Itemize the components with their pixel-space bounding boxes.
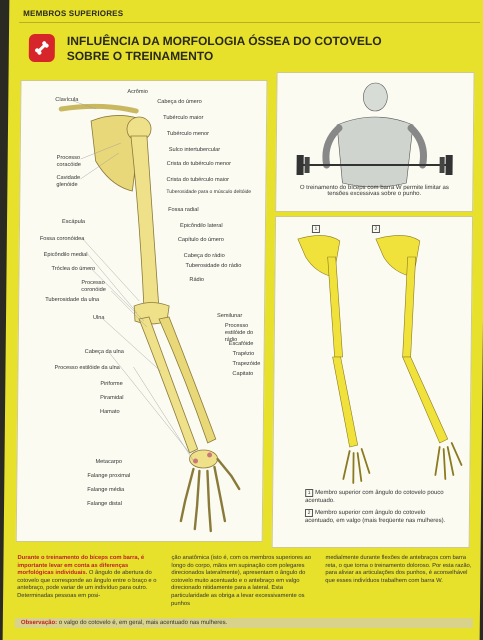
label-capitulo: Capítulo do úmero bbox=[177, 237, 224, 243]
label-epicondilo-medial: Epicôndilo medial bbox=[43, 252, 88, 258]
curl-caption: O treinamento do bíceps com barra W perm… bbox=[299, 185, 449, 197]
label-escafoide: Escafóide bbox=[228, 341, 254, 347]
label-radio: Rádio bbox=[189, 277, 205, 283]
label-processo-coracoide: Processo coracóide bbox=[56, 155, 81, 168]
label-fossa-coronoidea: Fossa coronóidea bbox=[39, 236, 85, 242]
label-processo-coronoide: Processo coronóide bbox=[81, 280, 106, 293]
label-metacarpo: Metacarpo bbox=[95, 459, 122, 465]
label-trapezio: Trapézio bbox=[232, 351, 255, 357]
label-trapezoide: Trapezóide bbox=[232, 361, 261, 367]
label-acromio: Acrômio bbox=[127, 89, 148, 95]
page-title: INFLUÊNCIA DA MORFOLOGIA ÓSSEA DO COTOVE… bbox=[67, 34, 397, 64]
curl-panel: O treinamento do bíceps com barra W perm… bbox=[275, 72, 475, 212]
bone-icon bbox=[28, 34, 55, 62]
title-line-2: SOBRE O TREINAMENTO bbox=[66, 49, 214, 63]
observation-text: o valgo do cotovelo é, em geral, mais ac… bbox=[58, 620, 228, 626]
label-cabeca-ulna: Cabeça da ulna bbox=[84, 349, 124, 355]
text-col2: ção anatômica (isto é, com os membros su… bbox=[170, 555, 312, 607]
anatomy-panel: Clavícula Processo coracóide Cavidade gl… bbox=[15, 80, 268, 542]
label-hamato: Hamato bbox=[100, 409, 120, 415]
title-line-1: INFLUÊNCIA DA MORFOLOGIA ÓSSEA DO COTOVE… bbox=[66, 34, 382, 48]
label-cabeca-umero: Cabeça do úmero bbox=[157, 99, 202, 105]
label-tuberosidade-ulna: Tuberosidade da ulna bbox=[45, 297, 100, 303]
section-header: MEMBROS SUPERIORES bbox=[23, 9, 124, 18]
label-epicondilo-lateral: Epicôndilo lateral bbox=[179, 223, 223, 229]
elbow-angle-illustration bbox=[297, 235, 463, 484]
label-ulna: Ulna bbox=[92, 315, 105, 321]
text-column-2: ção anatômica (isto é, com os membros su… bbox=[171, 555, 320, 608]
text-column-1: Durante o treinamento do bíceps com barr… bbox=[17, 555, 165, 601]
label-crista-tuberculo-maior: Crista do tubérculo maior bbox=[166, 177, 229, 183]
label-semilunar: Semilunar bbox=[217, 313, 243, 319]
label-clavicula: Clavícula bbox=[55, 97, 79, 103]
label-sulco-intertubercular: Sulco intertubercular bbox=[168, 147, 221, 153]
figure-2-marker: 2 bbox=[371, 225, 382, 233]
figure-1-marker: 1 bbox=[311, 225, 322, 233]
label-cavidade-glenoide: Cavidade glenóide bbox=[56, 175, 81, 188]
label-crista-tuberculo-menor: Crista do tubérculo menor bbox=[166, 161, 232, 167]
header-divider bbox=[19, 22, 481, 23]
label-troclea: Tróclea do úmero bbox=[51, 266, 96, 272]
label-falange-distal: Falange distal bbox=[87, 501, 122, 507]
label-cabeca-radio: Cabeça do rádio bbox=[183, 253, 225, 259]
label-tuberosidade-radio: Tuberosidade do rádio bbox=[185, 263, 242, 269]
label-tuberculo-menor: Tubérculo menor bbox=[166, 131, 210, 137]
label-processo-estiloide-ulna: Processo estilóide da ulna bbox=[54, 365, 120, 371]
label-piriforme: Piriforme bbox=[100, 381, 123, 387]
text-col3: medialmente durante flexões de antebraço… bbox=[325, 555, 472, 584]
observation-label: Observação: bbox=[20, 620, 58, 626]
label-falange-media: Falange média bbox=[87, 487, 125, 493]
label-piramidal: Piramidal bbox=[100, 395, 124, 401]
observation-bar: Observação: o valgo do cotovelo é, em ge… bbox=[14, 618, 473, 628]
label-fossa-radial: Fossa radial bbox=[168, 207, 199, 213]
text-column-3: medialmente durante flexões de antebraço… bbox=[325, 555, 471, 585]
label-tuberosidade-deltoide: Tuberosidade para o músculo deltóide bbox=[166, 189, 252, 195]
label-capitato: Capitato bbox=[232, 371, 254, 377]
label-escapula: Escápula bbox=[61, 219, 86, 225]
barbell-curl-illustration bbox=[296, 82, 453, 188]
label-falange-proximal: Falange proximal bbox=[87, 473, 131, 479]
label-tuberculo-maior: Tubérculo maior bbox=[163, 115, 204, 121]
arm-skeleton-illustration bbox=[58, 100, 241, 533]
